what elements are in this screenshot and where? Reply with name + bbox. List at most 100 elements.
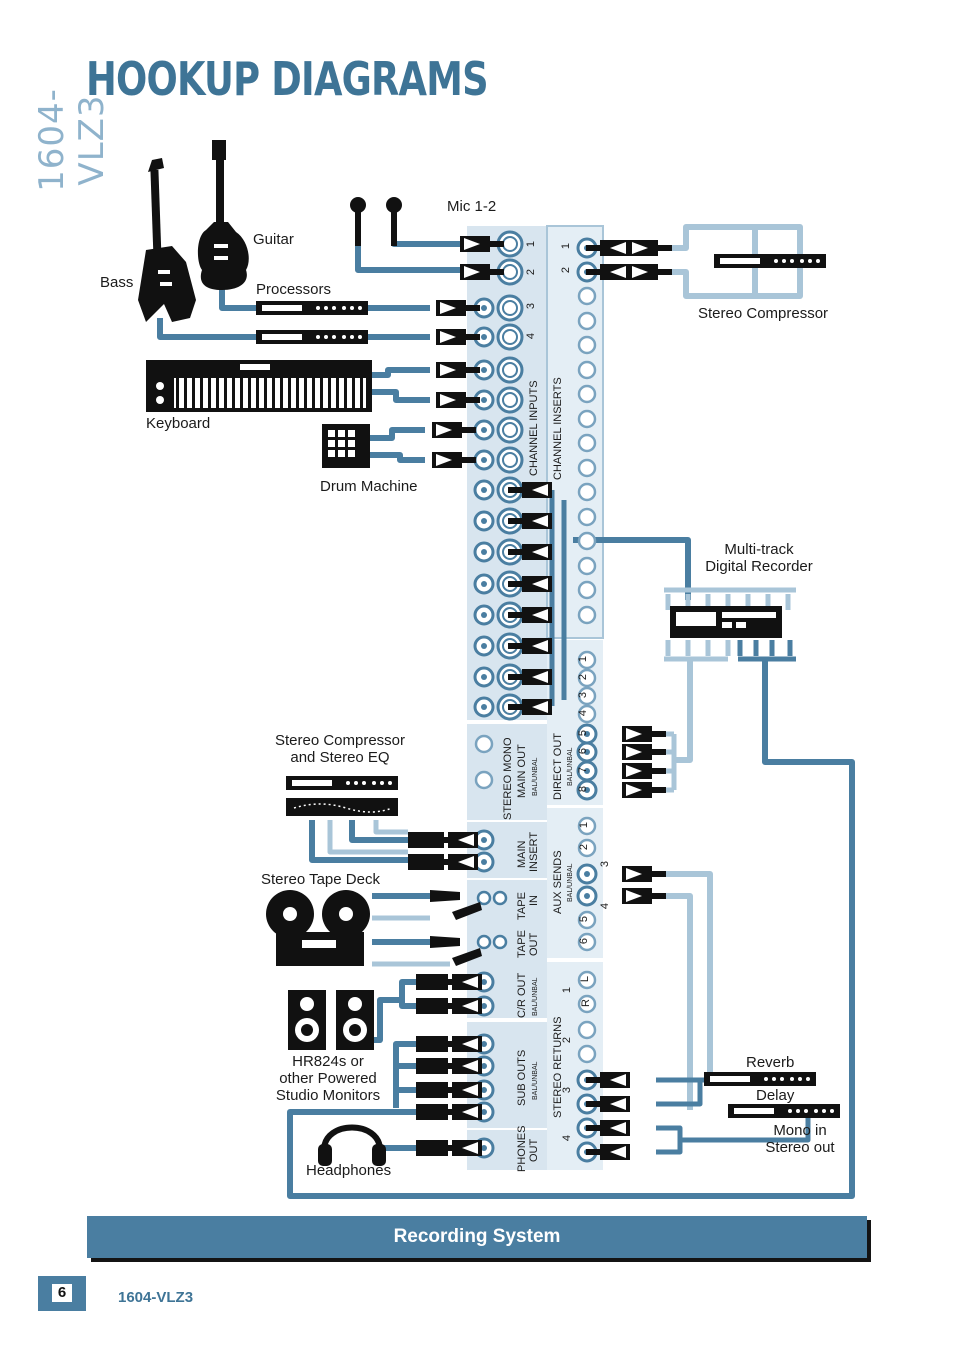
aux-number: 1: [578, 821, 591, 829]
monitors-label-line1: HR824s or: [292, 1053, 364, 1070]
drum-machine-icon: [322, 424, 370, 468]
aux-number: 5: [578, 915, 591, 923]
return-r-label: R: [579, 999, 592, 1007]
monitors-label-line3: Studio Monitors: [275, 1087, 381, 1104]
return-l-label: L: [579, 975, 592, 983]
sub-outs-label: SUB OUTS: [516, 1049, 528, 1106]
processors-label: Processors: [256, 281, 332, 298]
mono-stereo-label: Mono in Stereo out: [758, 1122, 842, 1156]
input-number: 4: [525, 332, 538, 340]
caption-text: Recording System: [393, 1226, 561, 1247]
direct-number: 4: [577, 709, 590, 717]
direct-number: 6: [577, 747, 590, 755]
direct-number: 3: [577, 691, 590, 699]
microphone-icon: [350, 197, 366, 246]
bass-label: Bass: [100, 274, 134, 291]
delay-label: Delay: [756, 1087, 795, 1104]
multitrack-recorder-icon: [670, 606, 782, 638]
cr-out-balunbal: BAL/UNBAL: [532, 977, 539, 1016]
comp-eq-label-line2: and Stereo EQ: [290, 749, 390, 766]
mic-label: Mic 1-2: [447, 198, 497, 215]
direct-number: 5: [577, 729, 590, 737]
aux-number: 4: [599, 902, 612, 910]
cr-out-label: C/R OUT: [516, 972, 528, 1018]
insert-label: INSERT: [528, 831, 540, 872]
stereo-returns-label: STEREO RETURNS: [552, 1016, 564, 1118]
headphones-icon: [318, 1124, 386, 1166]
main-out-jacks: [408, 734, 495, 873]
studio-monitor-icon: [336, 990, 374, 1050]
monitors-label: HR824s or other Powered Studio Monitors: [262, 1053, 394, 1104]
aux-number: 2: [578, 843, 591, 851]
comp-eq-label-line1: Stereo Compressor: [274, 732, 406, 749]
direct-number: 1: [577, 655, 590, 663]
reverb-rack-icon: [704, 1072, 816, 1086]
return-number: 4: [561, 1134, 574, 1142]
tape-in-label: TAPE: [516, 892, 528, 920]
stereo-compressor-rack-icon: [714, 254, 826, 268]
insert-number: 1: [560, 242, 573, 250]
multitrack-label-line1: Multi-track: [724, 541, 794, 558]
processor-rack-icon: [256, 301, 368, 315]
return-number: 1: [561, 986, 574, 994]
page-title: HOOKUP DIAGRAMS: [86, 52, 489, 106]
main-label: MAIN: [516, 840, 528, 869]
return-number: 2: [561, 1036, 574, 1044]
input-number: 3: [525, 302, 538, 310]
studio-monitor-icon: [288, 990, 326, 1050]
direct-out-jacks: [576, 650, 666, 801]
stereo-compressor-rack-icon: [286, 776, 398, 790]
mono-stereo-line1: Mono in: [773, 1122, 827, 1139]
return-number: 3: [561, 1086, 574, 1094]
mono-stereo-line2: Stereo out: [765, 1139, 835, 1156]
caption-bar: Recording System: [87, 1216, 867, 1258]
main-out-balunbal: BAL/UNBAL: [532, 757, 539, 796]
phones-out-label: OUT: [528, 1138, 540, 1162]
comp-eq-label: Stereo Compressor and Stereo EQ: [266, 732, 414, 766]
direct-number: 8: [577, 785, 590, 793]
tape-out-sub: OUT: [528, 932, 540, 956]
tape-jacks: [430, 890, 508, 966]
stereo-compressor-label: Stereo Compressor: [698, 305, 829, 322]
aux-sends-label: AUX SENDS: [552, 850, 564, 914]
multitrack-label-line2: Digital Recorder: [705, 558, 813, 575]
aux-number: 3: [599, 860, 612, 868]
aux-balunbal: BAL/UNBAL: [567, 863, 574, 902]
tape-deck-label: Stereo Tape Deck: [261, 871, 380, 888]
processor-rack-icon: [256, 330, 368, 344]
reverb-label: Reverb: [746, 1054, 795, 1071]
tape-in-sub: IN: [528, 895, 540, 906]
keyboard-icon: [146, 360, 372, 412]
monitors-label-line2: other Powered: [279, 1070, 377, 1087]
page-number: 6: [52, 1284, 72, 1302]
direct-out-balunbal: BAL/UNBAL: [567, 747, 574, 786]
channel-inserts-label: CHANNEL INSERTS: [552, 377, 564, 480]
aux-number: 6: [578, 937, 591, 945]
guitar-label: Guitar: [253, 231, 294, 248]
insert-number: 2: [560, 266, 573, 274]
direct-out-label: DIRECT OUT: [552, 732, 564, 800]
tape-out-label: TAPE: [516, 930, 528, 958]
footer-model: 1604-VLZ3: [118, 1289, 194, 1306]
channel-inputs-label: CHANNEL INPUTS: [528, 380, 540, 476]
main-out-label: MAIN OUT: [516, 744, 528, 798]
stereo-mono-label: STEREO MONO: [502, 737, 514, 820]
stereo-eq-rack-icon: [286, 798, 398, 816]
electric-guitar-icon: [197, 140, 249, 290]
input-number: 2: [525, 268, 538, 276]
sub-outs-balunbal: BAL/UNBAL: [532, 1061, 539, 1100]
phones-label: PHONES: [516, 1125, 528, 1172]
multitrack-label: Multi-track Digital Recorder: [700, 541, 818, 575]
keyboard-label: Keyboard: [146, 415, 211, 432]
direct-number: 2: [577, 673, 590, 681]
bass-guitar-icon: [138, 158, 196, 322]
direct-number: 7: [577, 766, 590, 774]
headphones-label: Headphones: [306, 1162, 392, 1179]
delay-rack-icon: [728, 1104, 840, 1118]
input-number: 1: [525, 240, 538, 248]
microphone-icon: [386, 197, 402, 246]
output-jacks: [416, 971, 495, 1159]
drum-machine-label: Drum Machine: [320, 478, 418, 495]
tape-deck-icon: [266, 890, 370, 966]
